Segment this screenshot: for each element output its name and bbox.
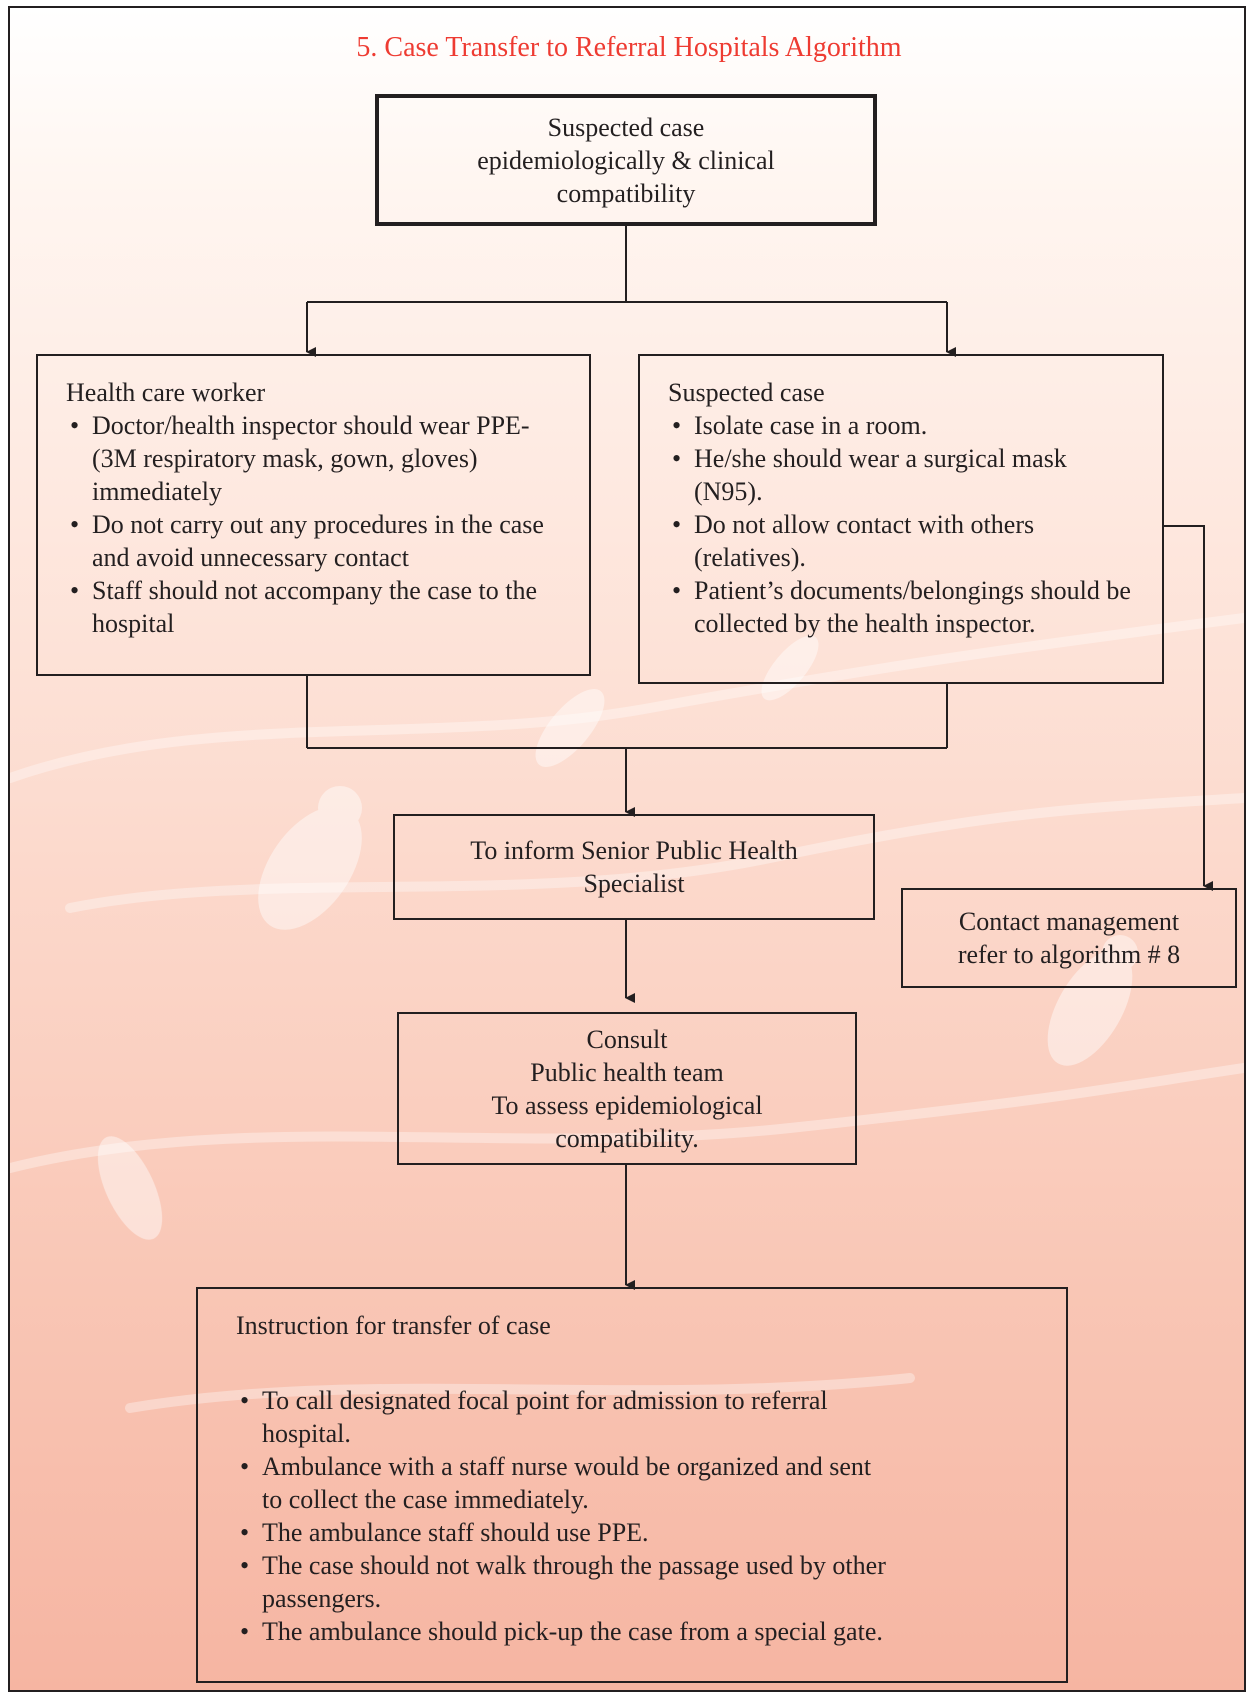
consult-box: Consult Public health team To assess epi… xyxy=(397,1012,857,1165)
diagram-title: 5. Case Transfer to Referral Hospitals A… xyxy=(356,32,902,63)
transfer-item: To call designated focal point for admis… xyxy=(236,1384,896,1450)
hcw-item: Do not carry out any procedures in the c… xyxy=(66,508,559,574)
contact-line-1: Contact management xyxy=(958,907,1180,936)
transfer-list: To call designated focal point for admis… xyxy=(236,1384,896,1648)
top-box-line-1: Suspected case xyxy=(547,112,705,142)
suspected-item: Isolate case in a room. xyxy=(668,409,1136,442)
suspected-item: Do not allow contact with others (relati… xyxy=(668,508,1136,574)
top-box-line-3: compatibility xyxy=(556,178,696,208)
transfer-item: The ambulance staff should use PPE. xyxy=(236,1516,896,1549)
transfer-item: The case should not walk through the pas… xyxy=(236,1549,896,1615)
suspected-item: He/she should wear a surgical mask (N95)… xyxy=(668,442,1136,508)
consult-line-2: Public health team xyxy=(530,1057,724,1087)
suspected-heading: Suspected case xyxy=(668,378,825,407)
consult-line-1: Consult xyxy=(586,1024,668,1054)
inform-specialist-box: To inform Senior Public Health Specialis… xyxy=(393,814,875,920)
transfer-item: The ambulance should pick-up the case fr… xyxy=(236,1615,896,1648)
suspected-case-top-box: Suspected case epidemiologically & clini… xyxy=(375,94,877,226)
flow-connectors xyxy=(306,224,1213,1290)
contact-line-2: refer to algorithm # 8 xyxy=(957,940,1181,969)
health-care-worker-box: Health care worker Doctor/health inspect… xyxy=(36,354,591,676)
contact-management-box: Contact management refer to algorithm # … xyxy=(901,888,1237,988)
suspected-item: Patient’s documents/belongings should be… xyxy=(668,574,1136,640)
hcw-item: Doctor/health inspector should wear PPE-… xyxy=(66,409,559,508)
hcw-item: Staff should not accompany the case to t… xyxy=(66,574,559,640)
transfer-heading: Instruction for transfer of case xyxy=(236,1311,551,1340)
diagram-frame: 5. Case Transfer to Referral Hospitals A… xyxy=(8,6,1246,1692)
consult-line-3: To assess epidemiological xyxy=(491,1090,763,1120)
transfer-instructions-box: Instruction for transfer of case To call… xyxy=(196,1287,1068,1683)
connector-suspected-side xyxy=(1162,525,1205,886)
inform-line-1: To inform Senior Public Health xyxy=(470,836,798,865)
inform-line-2: Specialist xyxy=(583,869,685,898)
hcw-heading: Health care worker xyxy=(66,378,266,407)
suspected-case-box: Suspected case Isolate case in a room. H… xyxy=(638,354,1164,684)
top-box-line-2: epidemiologically & clinical xyxy=(477,145,775,175)
consult-line-4: compatibility. xyxy=(555,1123,699,1153)
background-artwork xyxy=(10,613,1244,1413)
hcw-list: Doctor/health inspector should wear PPE-… xyxy=(66,409,559,640)
transfer-item: Ambulance with a staff nurse would be or… xyxy=(236,1450,896,1516)
suspected-list: Isolate case in a room. He/she should we… xyxy=(668,409,1136,640)
